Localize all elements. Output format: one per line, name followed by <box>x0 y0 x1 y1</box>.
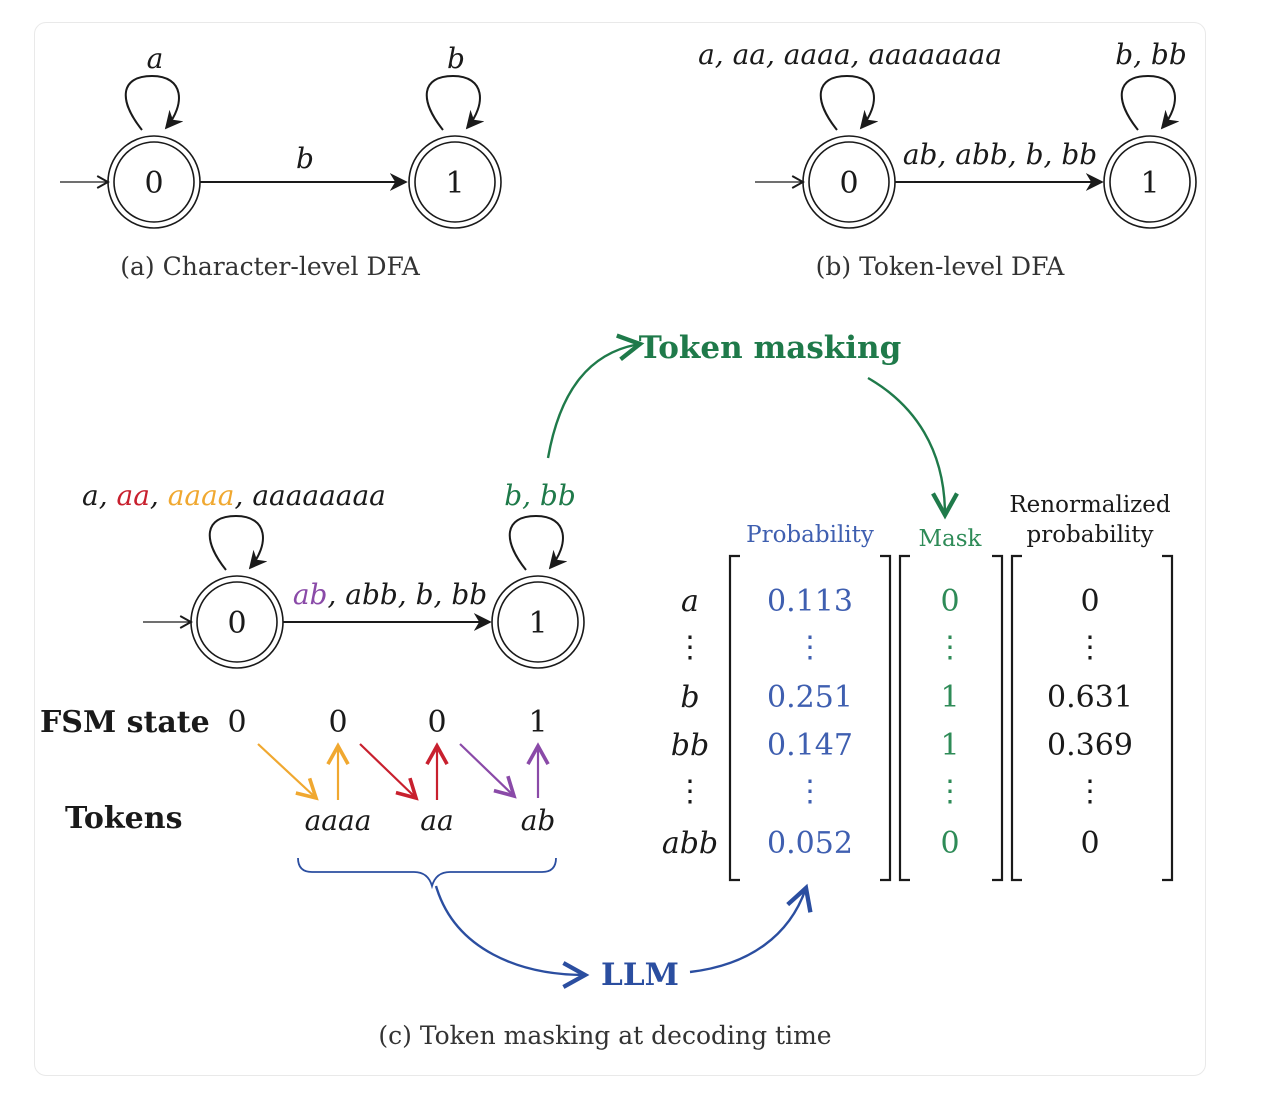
panel-b: 0 a, aa, aaaa, aaaaaaaa ab, abb, b, bb 1… <box>698 38 1197 281</box>
mask-cell: 0 <box>940 826 959 861</box>
mask-cell: 1 <box>940 680 959 715</box>
edge-label: b <box>296 142 314 175</box>
bracket-right <box>1162 554 1174 882</box>
fsm-state-value: 0 <box>227 705 246 740</box>
mask-cell: 1 <box>940 728 959 763</box>
state-node: 0 <box>190 575 284 669</box>
fsm-state-value: 0 <box>427 705 446 740</box>
loop-label: b <box>447 42 465 75</box>
probability-cell: 0.113 <box>767 584 853 619</box>
bracket-right <box>992 554 1004 882</box>
state-label: 0 <box>227 606 246 641</box>
self-loop <box>508 514 568 571</box>
renormalized-cell: 0.369 <box>1047 728 1133 763</box>
figure-card <box>34 22 1206 1076</box>
edge-label-colored: ab, abb, b, bb <box>293 578 487 611</box>
probability-header: Probability <box>746 522 874 548</box>
self-loop <box>1120 74 1180 131</box>
self-loop <box>208 514 268 571</box>
llm-label: LLM <box>601 957 679 993</box>
loop-label: a, aa, aaaa, aaaaaaaa <box>698 38 1002 71</box>
self-loop <box>124 74 184 131</box>
bracket-left <box>1010 554 1022 882</box>
transition-arrow-purple <box>459 743 517 799</box>
token: aaaa <box>305 804 372 837</box>
probability-cell: 0.147 <box>767 728 853 763</box>
row-label: a <box>681 584 699 619</box>
panel-a: 0 a b 1 b (a) Character-level DFA <box>60 42 502 281</box>
token-masking-arrow-in <box>546 333 645 459</box>
state-node: 1 <box>408 135 502 229</box>
panel-c: Token masking a, aa, aaaa, aaaaaaaa 0 ab… <box>40 330 1174 1050</box>
renormalized-cell: 0 <box>1080 826 1099 861</box>
fsm-state-label: FSM state <box>40 705 210 740</box>
loop-label: a <box>147 42 164 75</box>
bracket-left <box>728 554 740 882</box>
self-loop <box>819 74 879 131</box>
tokens-label: Tokens <box>65 801 182 836</box>
row-label: ⋮ <box>675 774 705 809</box>
row-label: abb <box>662 826 718 861</box>
renormalized-header-line1: Renormalized <box>1009 492 1171 518</box>
loop-label: b, bb <box>1115 38 1187 71</box>
row-label: bb <box>671 728 709 763</box>
state-node: 1 <box>1103 135 1197 229</box>
renormalized-cell: 0.631 <box>1047 680 1133 715</box>
token-brace <box>297 857 557 890</box>
token-masking-label: Token masking <box>639 330 902 366</box>
state-label: 1 <box>1140 166 1159 201</box>
token-masking-arrow-out <box>867 376 959 520</box>
renormalized-cell: 0 <box>1080 584 1099 619</box>
renormalized-header-line2: probability <box>1026 522 1153 548</box>
state-label: 0 <box>144 166 163 201</box>
renormalized-cell: ⋮ <box>1075 774 1105 809</box>
panel-caption: (c) Token masking at decoding time <box>378 1021 831 1050</box>
mask-cell: ⋮ <box>935 630 965 665</box>
edge-label: ab, abb, b, bb <box>903 138 1097 171</box>
loop-label-colored: a, aa, aaaa, aaaaaaaa <box>82 479 386 512</box>
self-loop <box>425 74 485 131</box>
llm-arrow-in <box>434 885 590 989</box>
loop-label: b, bb <box>504 479 576 512</box>
mask-header: Mask <box>918 526 982 552</box>
panel-caption: (a) Character-level DFA <box>120 252 420 281</box>
row-label: ⋮ <box>675 630 705 665</box>
transition-arrow-orange <box>257 743 319 801</box>
matrix-body: a⋮bbb⋮abb0.113⋮0.2510.147⋮0.0520⋮11⋮00⋮0… <box>662 584 1133 861</box>
bracket-left <box>898 554 910 882</box>
transition-arrow-red <box>359 743 419 801</box>
bracket-right <box>880 554 892 882</box>
token: aa <box>420 804 453 837</box>
row-label: b <box>680 680 699 715</box>
probability-cell: 0.251 <box>767 680 853 715</box>
mask-cell: 0 <box>940 584 959 619</box>
probability-cell: ⋮ <box>795 774 825 809</box>
renormalized-cell: ⋮ <box>1075 630 1105 665</box>
fsm-state-value: 1 <box>528 705 547 740</box>
state-node: 0 <box>802 135 896 229</box>
llm-arrow-out <box>689 883 813 974</box>
token: ab <box>521 804 556 837</box>
panel-caption: (b) Token-level DFA <box>816 252 1066 281</box>
state-label: 1 <box>528 606 547 641</box>
state-node: 1 <box>491 575 585 669</box>
probability-cell: ⋮ <box>795 630 825 665</box>
state-label: 1 <box>445 166 464 201</box>
mask-cell: ⋮ <box>935 774 965 809</box>
probability-cell: 0.052 <box>767 826 853 861</box>
state-label: 0 <box>839 166 858 201</box>
fsm-state-value: 0 <box>328 705 347 740</box>
state-node: 0 <box>107 135 201 229</box>
